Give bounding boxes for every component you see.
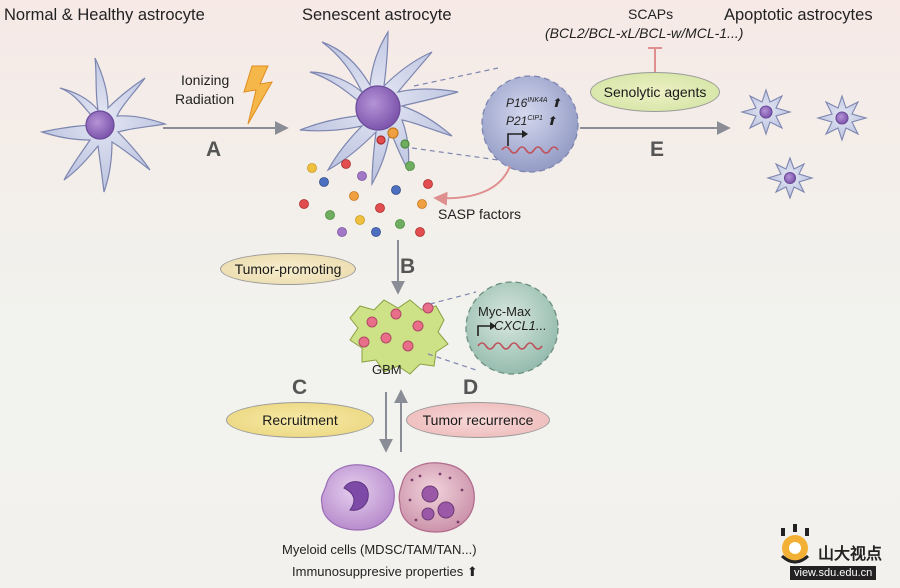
radiation-line2: Radiation [175, 91, 235, 107]
logo-url: view.sdu.edu.cn [790, 566, 877, 580]
radiation-line1: Ionizing [181, 72, 230, 88]
dna-wave-2 [477, 342, 543, 350]
label-b: B [400, 255, 416, 278]
apoptotic-astrocytes [739, 88, 869, 200]
recruitment-pill: Recruitment [226, 402, 374, 438]
gbm-label: GBM [372, 362, 402, 377]
p16-label: P16 [506, 96, 528, 110]
tumor-recurrence-pill: Tumor recurrence [406, 402, 550, 438]
label-c: C [292, 376, 308, 399]
lightning-icon [243, 65, 273, 125]
p16-marker: P16INK4A ⬆ [506, 96, 561, 110]
p16-p21-zoom-circle [481, 75, 579, 173]
heading-normal-astrocyte: Normal & Healthy astrocyte [4, 6, 205, 24]
p21-superscript: CIP1 [527, 115, 543, 122]
immunosuppressive-text: Immunosuppresive properties [292, 564, 464, 579]
cxcl1-label: CXCL1... [494, 318, 547, 333]
label-a: A [206, 138, 222, 161]
senolytic-agents-pill: Senolytic agents [590, 72, 720, 112]
up-arrow-icon-3: ⬆ [466, 564, 478, 579]
gbm-cluster [349, 299, 449, 375]
heading-apoptotic-astrocytes: Apoptotic astrocytes [724, 6, 873, 24]
myc-connector-top [429, 291, 477, 305]
up-arrow-icon: ⬆ [550, 96, 561, 110]
promoter-arrow-head [522, 130, 528, 138]
senescent-astrocyte [299, 29, 459, 187]
sdu-logo-icon [780, 524, 810, 564]
zoom-connector-top [413, 67, 499, 87]
label-d: D [463, 376, 479, 399]
myc-max-label: Myc-Max [478, 304, 531, 319]
immunosuppressive-label: Immunosuppresive properties ⬆ [292, 564, 478, 580]
sasp-arrow [433, 165, 511, 206]
sasp-factors-dots [299, 159, 433, 237]
tumor-promoting-pill: Tumor-promoting [220, 253, 356, 285]
myeloid-cells [320, 462, 475, 533]
myc-max-zoom-circle [465, 281, 559, 375]
normal-astrocyte [39, 57, 168, 193]
scaps-title: SCAPs [628, 6, 674, 22]
heading-senescent-astrocyte: Senescent astrocyte [302, 6, 452, 24]
p21-marker: P21CIP1 ⬆ [506, 114, 556, 128]
logo-text: 山大视点 [818, 546, 883, 563]
promoter-arrow-icon [507, 133, 524, 146]
myeloid-label: Myeloid cells (MDSC/TAM/TAN...) [282, 542, 477, 557]
dna-wave [501, 146, 559, 154]
sasp-label: SASP factors [438, 206, 522, 222]
p16-superscript: INK4A [527, 97, 548, 104]
up-arrow-icon-2: ⬆ [546, 114, 557, 128]
promoter-arrow-head-2 [490, 322, 496, 330]
label-e: E [650, 138, 665, 161]
promoter-arrow-icon-2 [477, 325, 492, 336]
scaps-genes: (BCL2/BCL-xL/BCL-w/MCL-1...) [545, 25, 744, 41]
zoom-connector-bottom [411, 147, 499, 161]
p21-label: P21 [506, 114, 528, 128]
